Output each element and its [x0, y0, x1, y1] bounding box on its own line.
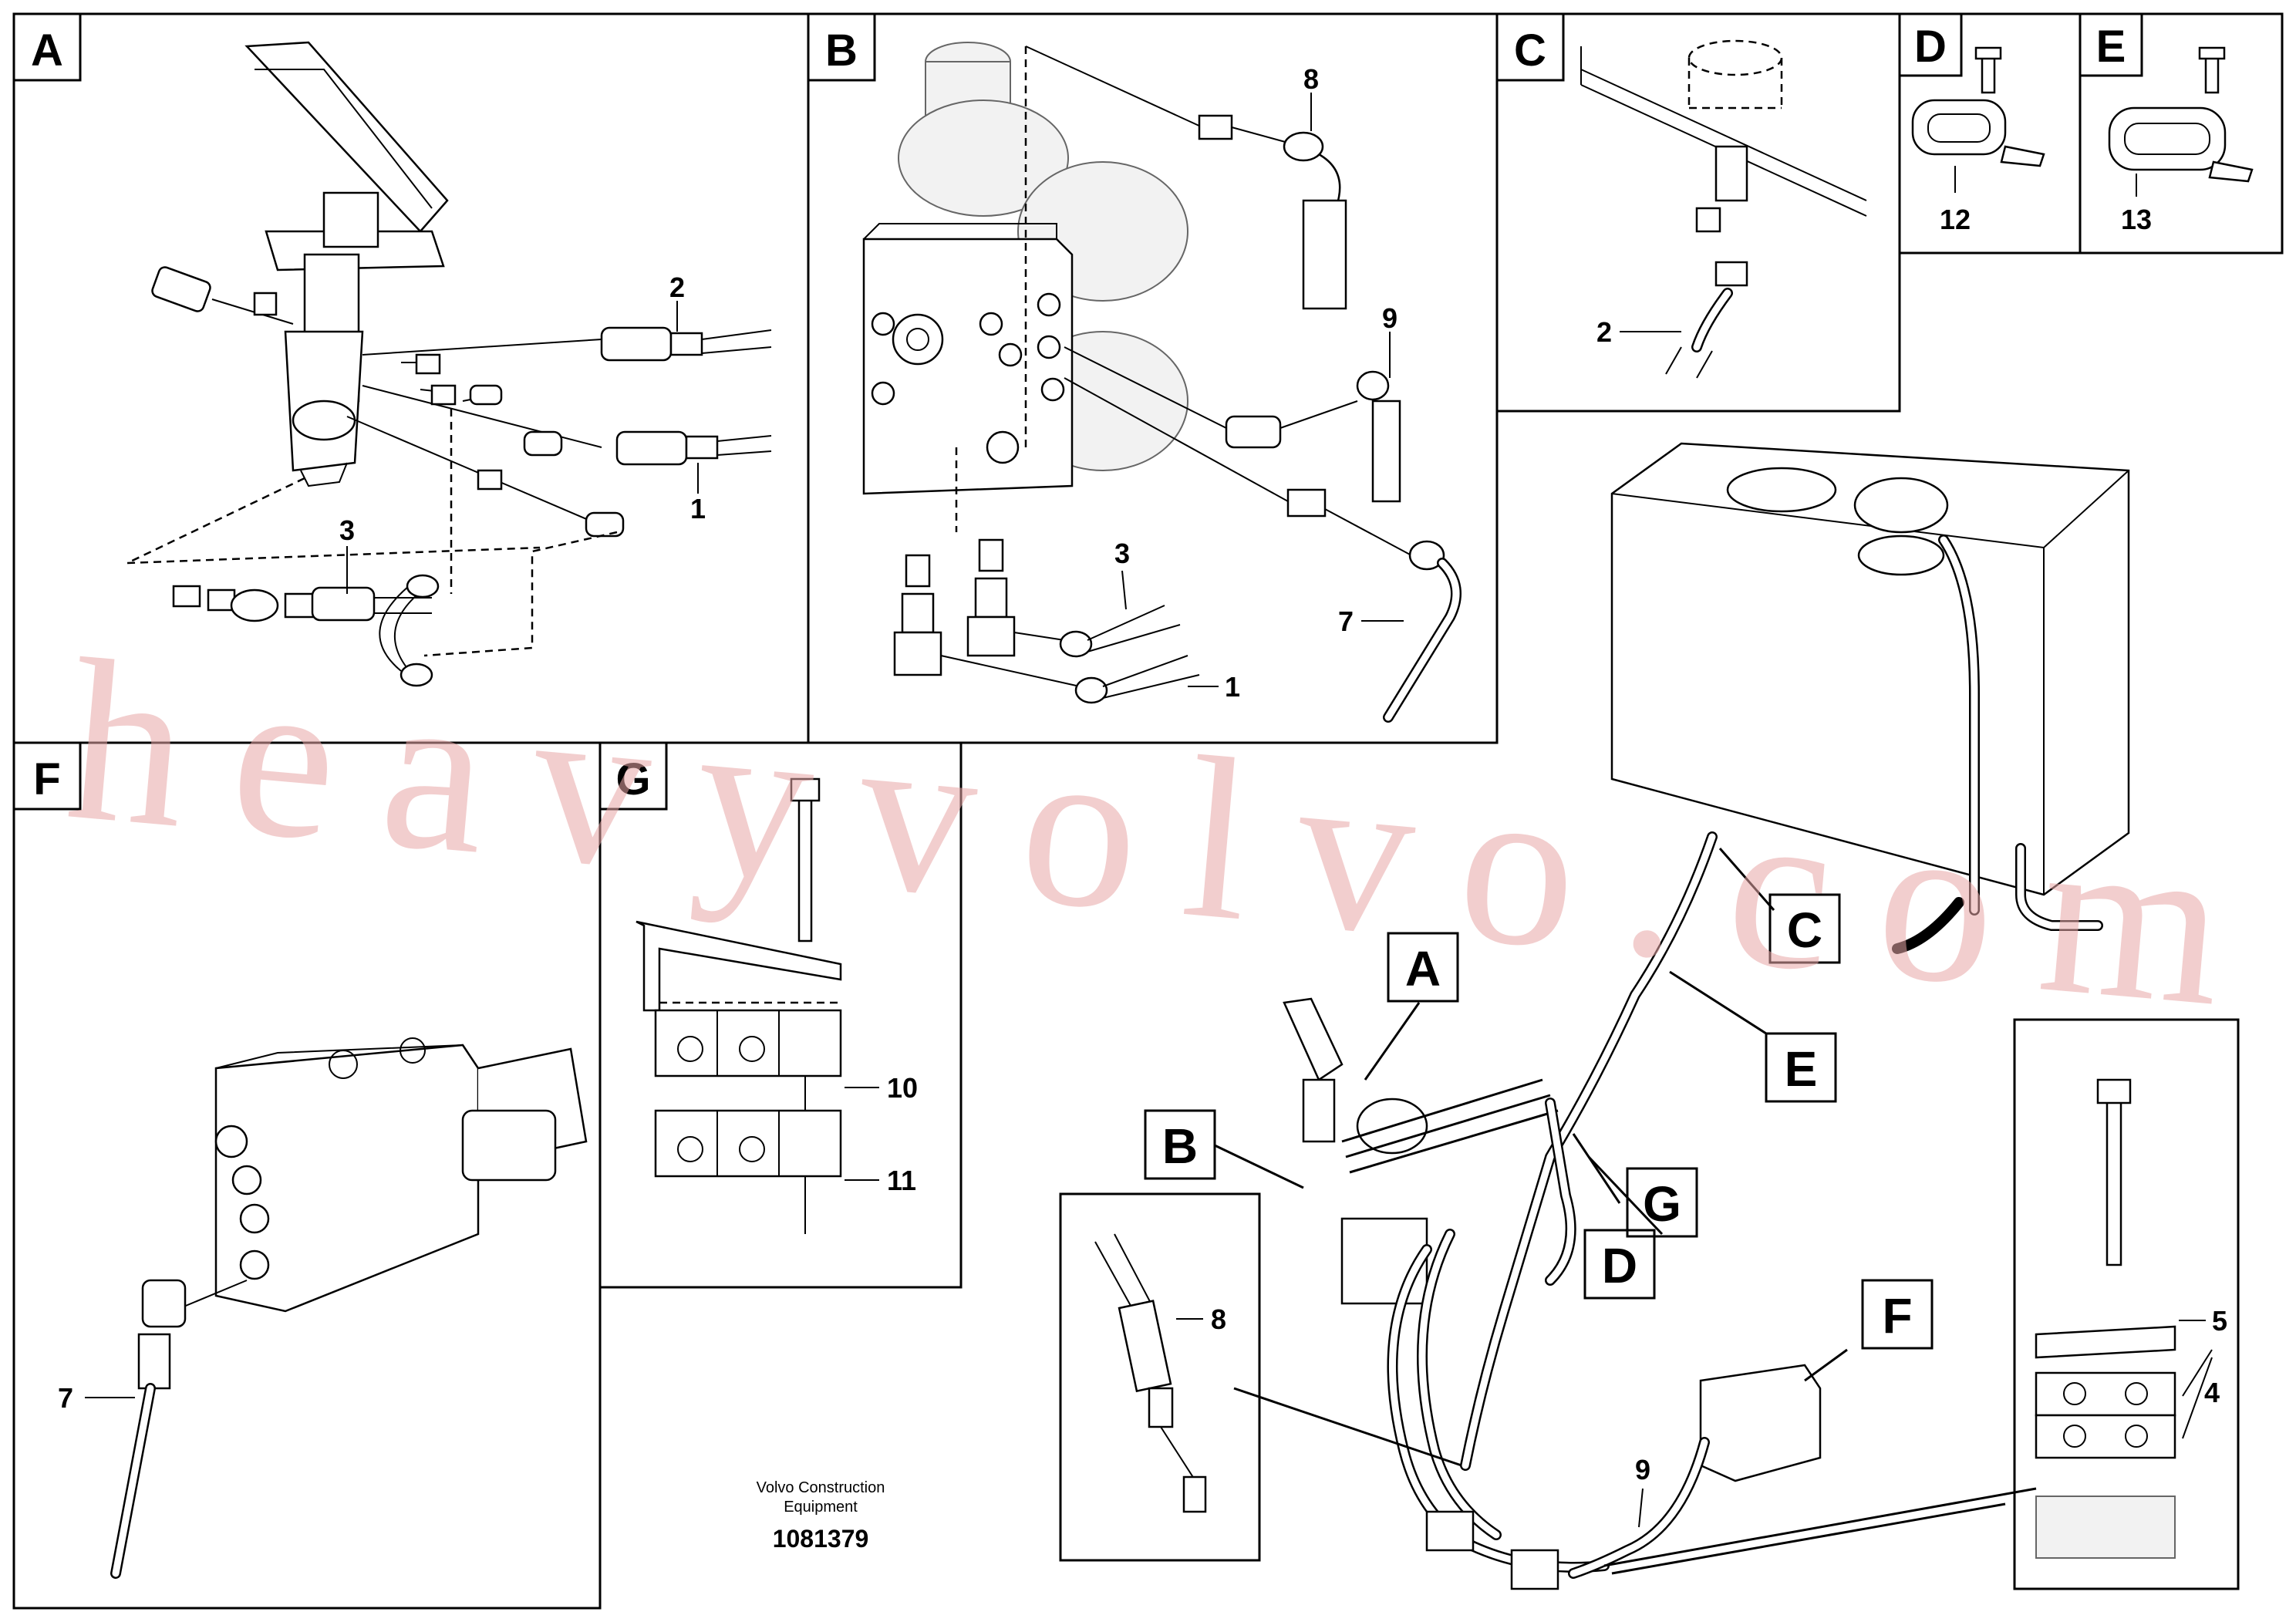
panel-b-callout-7: 7: [1338, 605, 1354, 637]
detail-clamp-frame: [2013, 1018, 2240, 1590]
main-callout-9: 9: [1635, 1454, 1650, 1485]
panel-g-drawing: 10 11: [636, 777, 918, 1234]
panel-letter-tabs: A B C D E F G: [12, 12, 2143, 811]
panel-b-callout-3: 3: [1114, 538, 1130, 569]
panel-b-callout-9: 9: [1382, 302, 1397, 334]
panel-b-drawing: 8 9 7 3 1: [862, 42, 1462, 723]
panel-d-callout-12: 12: [1940, 204, 1971, 235]
main-callout-8: 8: [1211, 1303, 1226, 1335]
document-number: 1081379: [773, 1525, 869, 1553]
panel-c-drawing: 2: [1580, 39, 1867, 379]
credit-line-2: Equipment: [784, 1499, 858, 1516]
main-assembly-drawing: A B C D E F G 8 9 5 4: [1094, 442, 2227, 1590]
main-callout-4: 4: [2204, 1377, 2220, 1408]
panel-b-callout-1: 1: [1225, 671, 1240, 703]
main-label-c: C: [1787, 902, 1822, 958]
panel-c-letter: C: [1514, 25, 1546, 76]
credit-line-1: Volvo Construction: [757, 1479, 885, 1496]
panel-e-drawing: 13: [2108, 46, 2254, 235]
panel-g-callout-10: 10: [887, 1072, 918, 1104]
panel-d-drawing: 12: [1911, 46, 2045, 235]
panel-f-letter: F: [33, 754, 60, 804]
main-label-d: D: [1602, 1238, 1637, 1293]
panel-g-letter: G: [615, 754, 650, 804]
main-callout-5: 5: [2212, 1305, 2227, 1337]
main-label-b: B: [1162, 1118, 1198, 1174]
panel-f-callout-7: 7: [58, 1382, 73, 1414]
panel-b-letter: B: [825, 25, 858, 76]
detail-hose-frame: [1059, 1192, 1261, 1562]
credit-block: Volvo Construction Equipment 1081379: [757, 1479, 885, 1553]
panel-a-letter: A: [31, 25, 63, 76]
main-label-g: G: [1643, 1176, 1681, 1232]
main-label-a: A: [1405, 941, 1441, 996]
panel-a-callout-2: 2: [669, 271, 685, 303]
panel-f-drawing: 7: [58, 1037, 588, 1579]
panel-e-letter: E: [2096, 22, 2126, 72]
panel-b-callout-8: 8: [1303, 63, 1319, 95]
panel-a-callout-1: 1: [690, 493, 706, 524]
panel-g-callout-11: 11: [887, 1165, 916, 1196]
panel-d-letter: D: [1914, 22, 1947, 72]
panel-a-callout-3: 3: [339, 514, 355, 546]
main-label-f: F: [1882, 1288, 1912, 1344]
panel-a-drawing: 2 1 3: [126, 41, 772, 687]
panel-e-callout-13: 13: [2121, 204, 2152, 235]
panel-e-frame: [2079, 12, 2284, 255]
main-label-e: E: [1785, 1041, 1818, 1097]
panel-c-callout-2: 2: [1596, 316, 1612, 348]
panel-g-frame: [598, 741, 963, 1289]
panel-frames: [12, 12, 2284, 1610]
